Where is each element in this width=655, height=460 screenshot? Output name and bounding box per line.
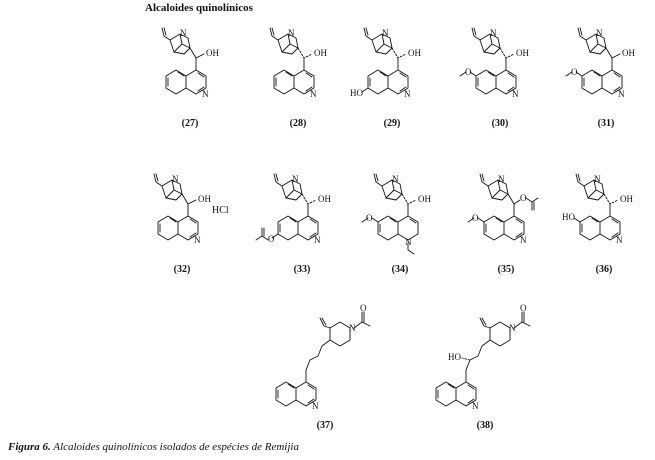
molecule-structure: N OH N xyxy=(161,27,219,99)
atom-o: O xyxy=(366,213,373,223)
atom-ho: HO xyxy=(448,352,461,362)
atom-n: N xyxy=(509,323,516,333)
molecule-structure: N OH N HO xyxy=(350,27,421,99)
atom-n-ring: N xyxy=(520,235,527,245)
molecule-structure: N OH N O xyxy=(565,27,635,99)
atom-n: N xyxy=(180,28,187,38)
compound-32: N OH N (32) xyxy=(142,168,222,278)
atom-o: O xyxy=(520,303,527,313)
atom-n-ring: N xyxy=(310,89,317,99)
molecule-structure: N O N xyxy=(275,303,371,411)
atom-oh: OH xyxy=(314,48,327,58)
compound-35: N O N O (35) xyxy=(458,168,539,278)
molecule-structure: N OH N xyxy=(153,173,211,245)
atom-oh: OH xyxy=(418,194,431,204)
molecule-structure: N OH N O xyxy=(255,173,331,245)
atom-o: O xyxy=(268,234,275,244)
caption-text: Alcaloides quinolínicos isolados de espé… xyxy=(50,441,299,453)
atom-oh: OH xyxy=(408,48,421,58)
compound-30: N OH N O (30) xyxy=(459,22,540,132)
figure-caption: Figura 6. Alcaloides quinolínicos isolad… xyxy=(8,441,299,453)
compound-label: (27) xyxy=(181,118,199,129)
hcl-label: HCl xyxy=(212,205,229,216)
compound-33: N OH N O (33) xyxy=(252,168,332,278)
compound-label: (34) xyxy=(391,264,409,275)
compound-label: (36) xyxy=(595,264,613,275)
atom-n: N xyxy=(288,28,295,38)
atom-n: N xyxy=(490,28,497,38)
compound-27: N OH N (27) xyxy=(150,22,230,132)
compound-label: (38) xyxy=(476,420,494,431)
atom-oh: OH xyxy=(206,48,219,58)
atom-n: N xyxy=(596,28,603,38)
atom-n-ring: N xyxy=(618,89,625,99)
atom-oh: OH xyxy=(622,48,635,58)
atom-n: N xyxy=(594,174,601,184)
atom-oh: OH xyxy=(516,48,529,58)
atom-oh: OH xyxy=(620,194,633,204)
molecule-structure: N OH N O xyxy=(361,173,431,255)
atom-n: N xyxy=(292,174,299,184)
molecule-structure: N O N O xyxy=(467,173,539,245)
compound-label: (31) xyxy=(597,118,615,129)
atom-n-ring: N xyxy=(202,89,209,99)
compound-29: N OH N HO (29) xyxy=(350,22,432,132)
atom-o: O xyxy=(360,303,367,313)
compound-label: (35) xyxy=(497,264,515,275)
compound-label: (33) xyxy=(293,264,311,275)
atom-n-ring: N xyxy=(512,89,519,99)
compound-label: (37) xyxy=(316,420,334,431)
atom-o: O xyxy=(465,67,472,77)
molecule-structure: N O N HO xyxy=(435,303,531,411)
atom-n: N xyxy=(172,174,179,184)
molecule-structure: N OH N xyxy=(269,27,327,99)
atom-n-ring: N xyxy=(404,89,411,99)
atom-oh: OH xyxy=(198,194,211,204)
molecule-structure: N OH N O xyxy=(459,27,529,99)
compound-label: (30) xyxy=(491,118,509,129)
atom-n: N xyxy=(498,174,505,184)
compound-34: N OH N O (34) xyxy=(352,168,432,278)
atom-n-ring: N xyxy=(405,237,412,247)
atom-n: N xyxy=(392,174,399,184)
atom-n-ring: N xyxy=(312,401,319,411)
caption-prefix: Figura 6. xyxy=(8,441,51,453)
compound-label: (29) xyxy=(383,118,401,129)
atom-n: N xyxy=(382,28,389,38)
atom-n-ring: N xyxy=(194,235,201,245)
atom-oh: OH xyxy=(318,194,331,204)
section-heading: Alcaloides quinolínicos xyxy=(145,2,253,14)
atom-ho: HO xyxy=(350,88,363,98)
atom-n-ring: N xyxy=(314,235,321,245)
atom-n-ring: N xyxy=(616,235,623,245)
atom-o: O xyxy=(571,67,578,77)
compound-31: N OH N O (31) xyxy=(565,22,646,132)
compound-37: N O N (37) xyxy=(270,302,380,442)
molecule-structure: N OH N HO xyxy=(562,173,633,245)
compound-28: N OH N (28) xyxy=(258,22,338,132)
atom-o: O xyxy=(472,213,479,223)
atom-o-ester: O xyxy=(520,193,527,203)
compound-label: (28) xyxy=(289,118,307,129)
compound-36: N OH N HO (36) xyxy=(562,168,644,278)
atom-ho: HO xyxy=(562,212,575,222)
compound-label: (32) xyxy=(173,264,191,275)
atom-n: N xyxy=(349,323,356,333)
compound-38: N O N HO (38) xyxy=(430,302,540,442)
atom-n-ring: N xyxy=(472,401,479,411)
